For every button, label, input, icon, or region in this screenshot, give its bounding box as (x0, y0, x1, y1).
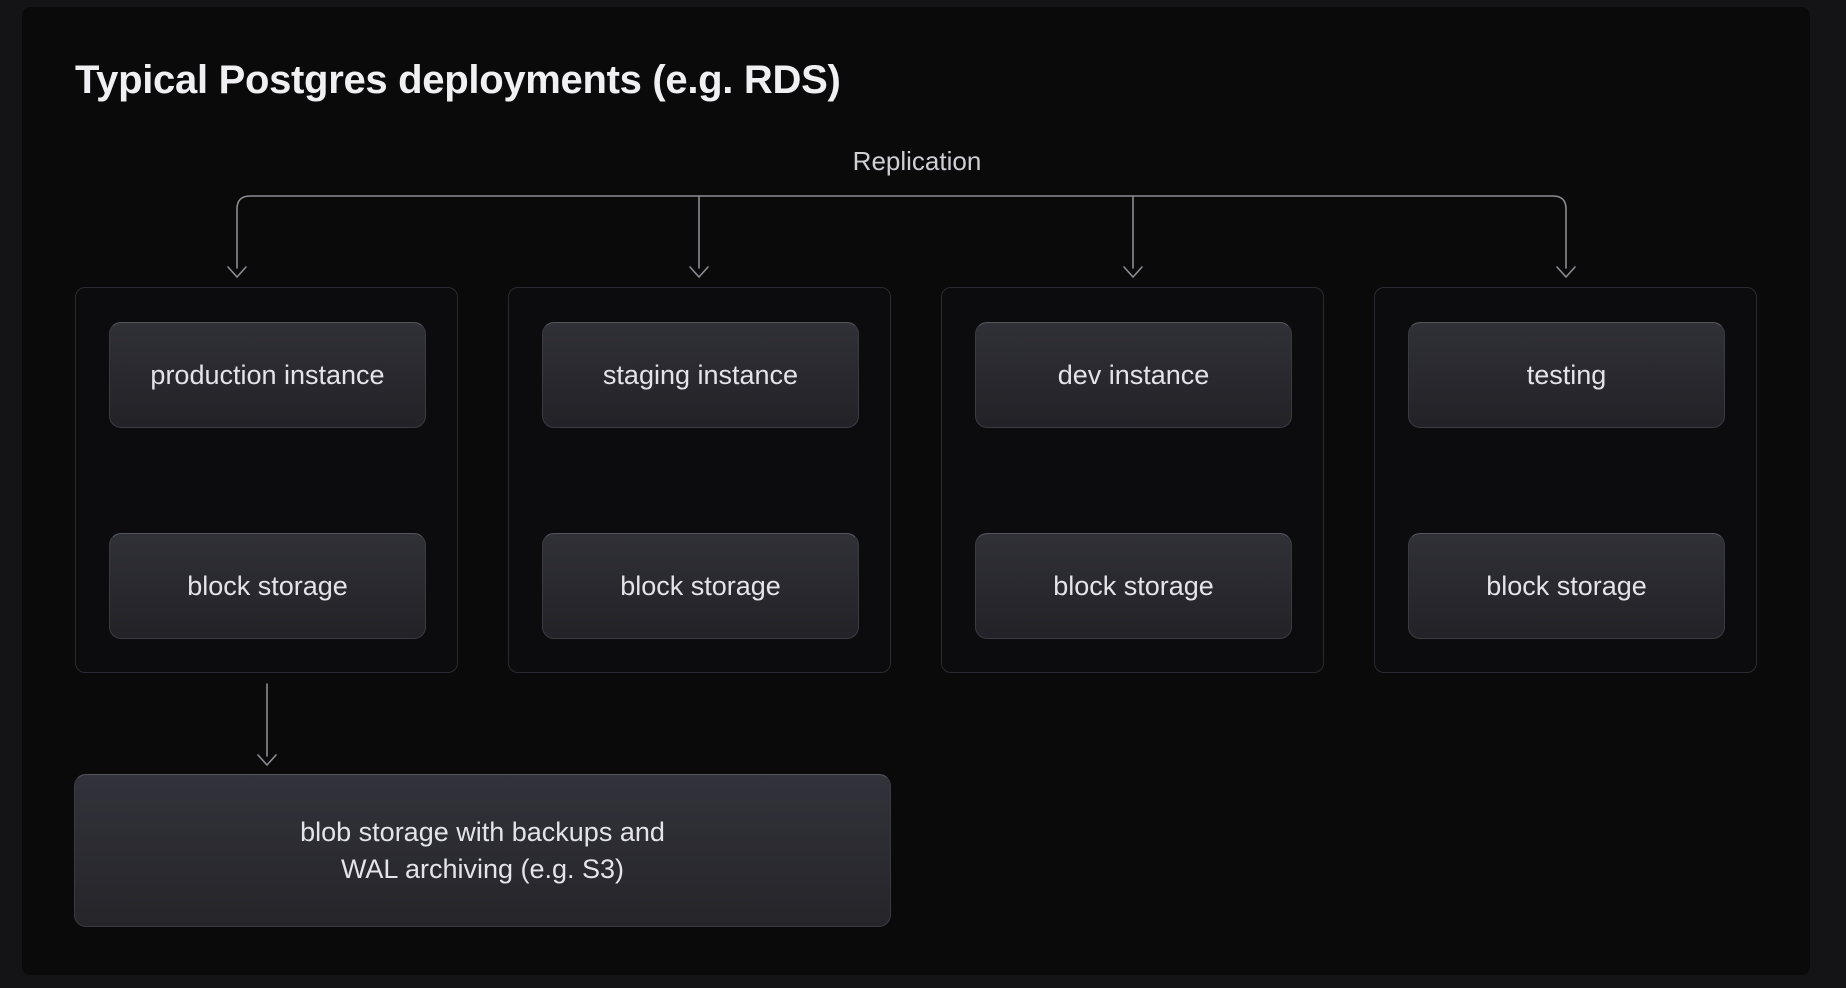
node-dev-instance: dev instance (975, 322, 1292, 428)
node-block-storage: block storage (1408, 533, 1725, 639)
env-container-testing: testing block storage (1374, 287, 1757, 673)
node-label: testing (1526, 359, 1607, 390)
node-blob-storage: blob storage with backups and WAL archiv… (74, 774, 891, 927)
page-title: Typical Postgres deployments (e.g. RDS) (75, 58, 841, 102)
node-block-storage: block storage (109, 533, 426, 639)
node-label: block storage (1486, 570, 1647, 601)
env-container-dev: dev instance block storage (941, 287, 1324, 673)
node-staging-instance: staging instance (542, 322, 859, 428)
replication-label: Replication (852, 146, 982, 176)
env-container-staging: staging instance block storage (508, 287, 891, 673)
blob-storage-line1: blob storage with backups and (300, 817, 665, 848)
blob-storage-line2: WAL archiving (e.g. S3) (340, 853, 625, 884)
node-testing-instance: testing (1408, 322, 1725, 428)
node-label: block storage (620, 570, 781, 601)
node-label: block storage (187, 570, 348, 601)
node-label: block storage (1053, 570, 1214, 601)
node-label: staging instance (602, 359, 799, 390)
node-block-storage: block storage (542, 533, 859, 639)
env-container-production: production instance block storage (75, 287, 458, 673)
node-label: production instance (150, 359, 385, 390)
node-block-storage: block storage (975, 533, 1292, 639)
node-production-instance: production instance (109, 322, 426, 428)
node-label: dev instance (1057, 359, 1210, 390)
